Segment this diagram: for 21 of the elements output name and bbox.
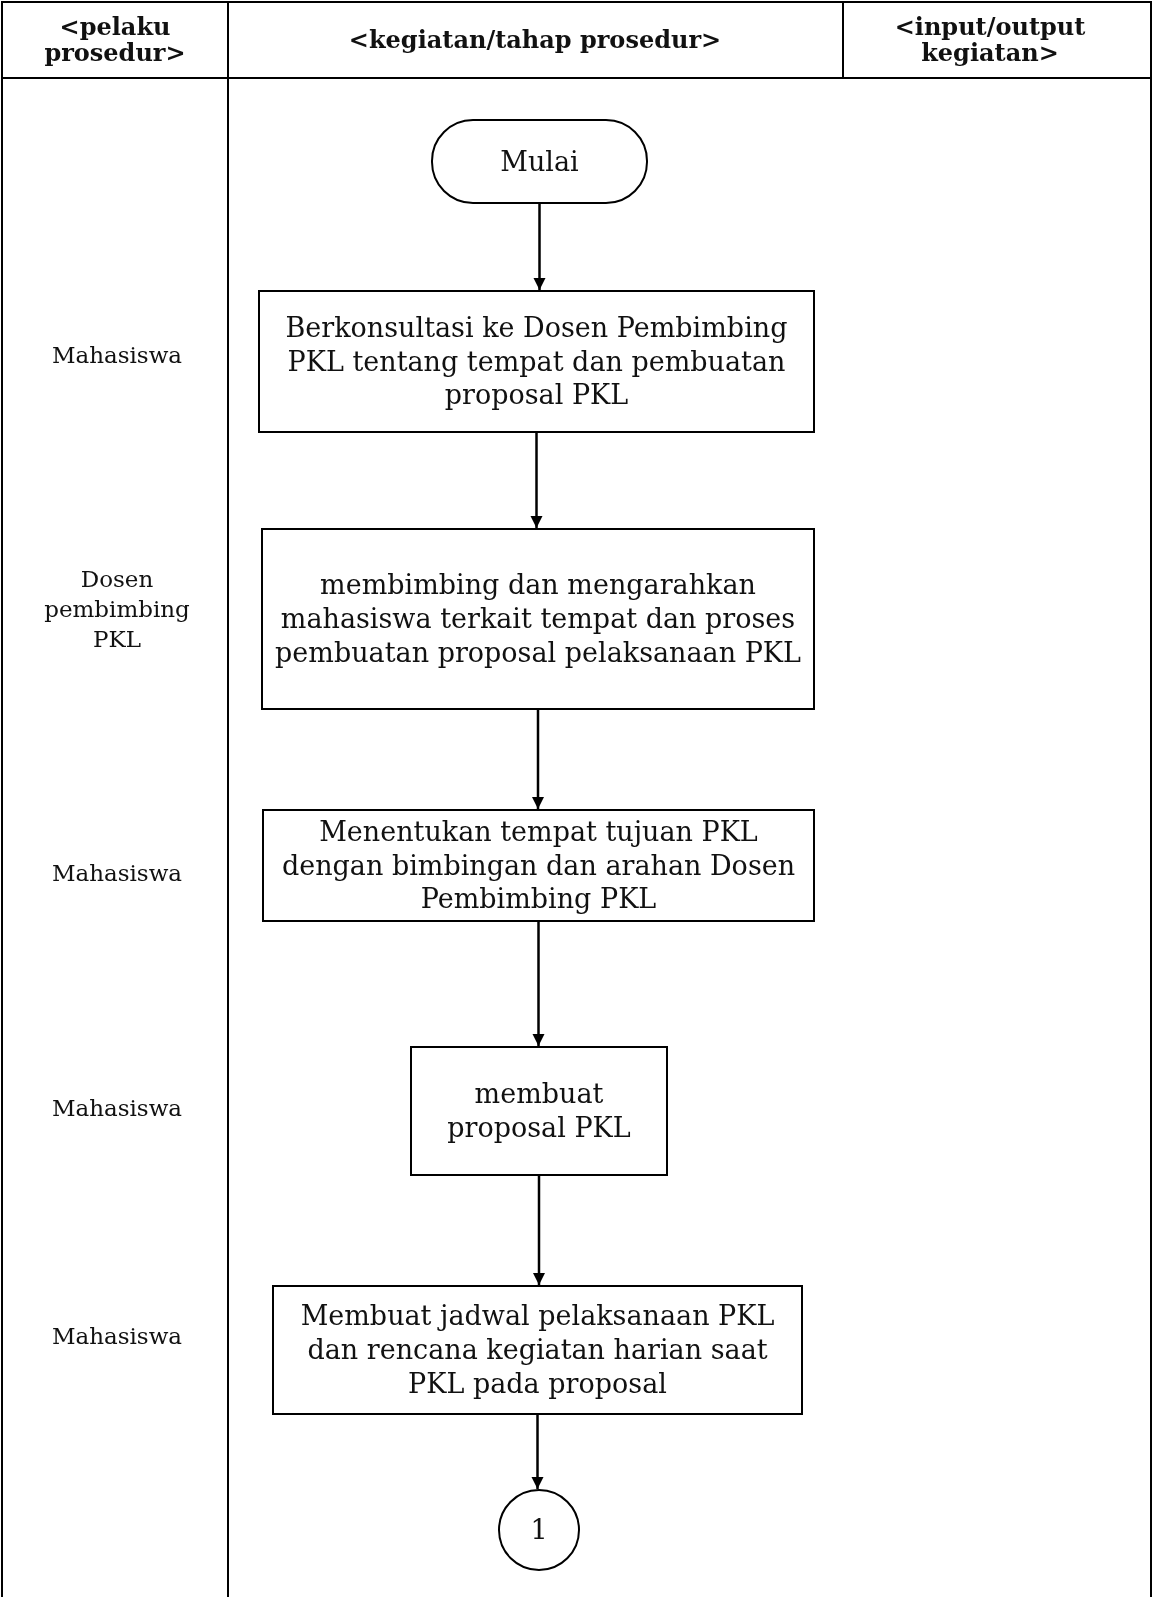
arrow <box>532 922 545 1046</box>
process-box: Menentukan tempat tujuan PKL dengan bimbingan dan arahan Dosen Pembimbing PKL <box>262 809 815 922</box>
arrow <box>531 710 545 809</box>
arrow <box>531 1415 544 1489</box>
column-header: <pelaku prosedur> <box>43 13 187 67</box>
arrow <box>532 1176 546 1285</box>
column-header: <input/output kegiatan> <box>893 13 1087 67</box>
actor-label: Mahasiswa <box>50 1094 184 1124</box>
terminator: Mulai <box>431 119 648 204</box>
arrow <box>530 433 543 528</box>
connector-circle: 1 <box>498 1489 580 1571</box>
column-header: <kegiatan/tahap prosedur> <box>347 26 723 54</box>
process-box: Membuat jadwal pelaksanaan PKL dan rencana kegiatan harian saat PKL pada proposal <box>272 1285 803 1415</box>
actor-label: Mahasiswa <box>50 1322 184 1352</box>
actor-label: Mahasiswa <box>50 859 184 889</box>
actor-label: Dosen pembimbing PKL <box>43 565 191 654</box>
process-box: membimbing dan mengarahkan mahasiswa terkait tempat dan proses pembuatan proposal pelaksanaan PKL <box>261 528 815 710</box>
arrow <box>533 204 546 290</box>
process-box: membuat proposal PKL <box>410 1046 668 1176</box>
actor-label: Mahasiswa <box>50 341 184 371</box>
process-box: Berkonsultasi ke Dosen Pembimbing PKL tentang tempat dan pembuatan proposal PKL <box>258 290 815 433</box>
